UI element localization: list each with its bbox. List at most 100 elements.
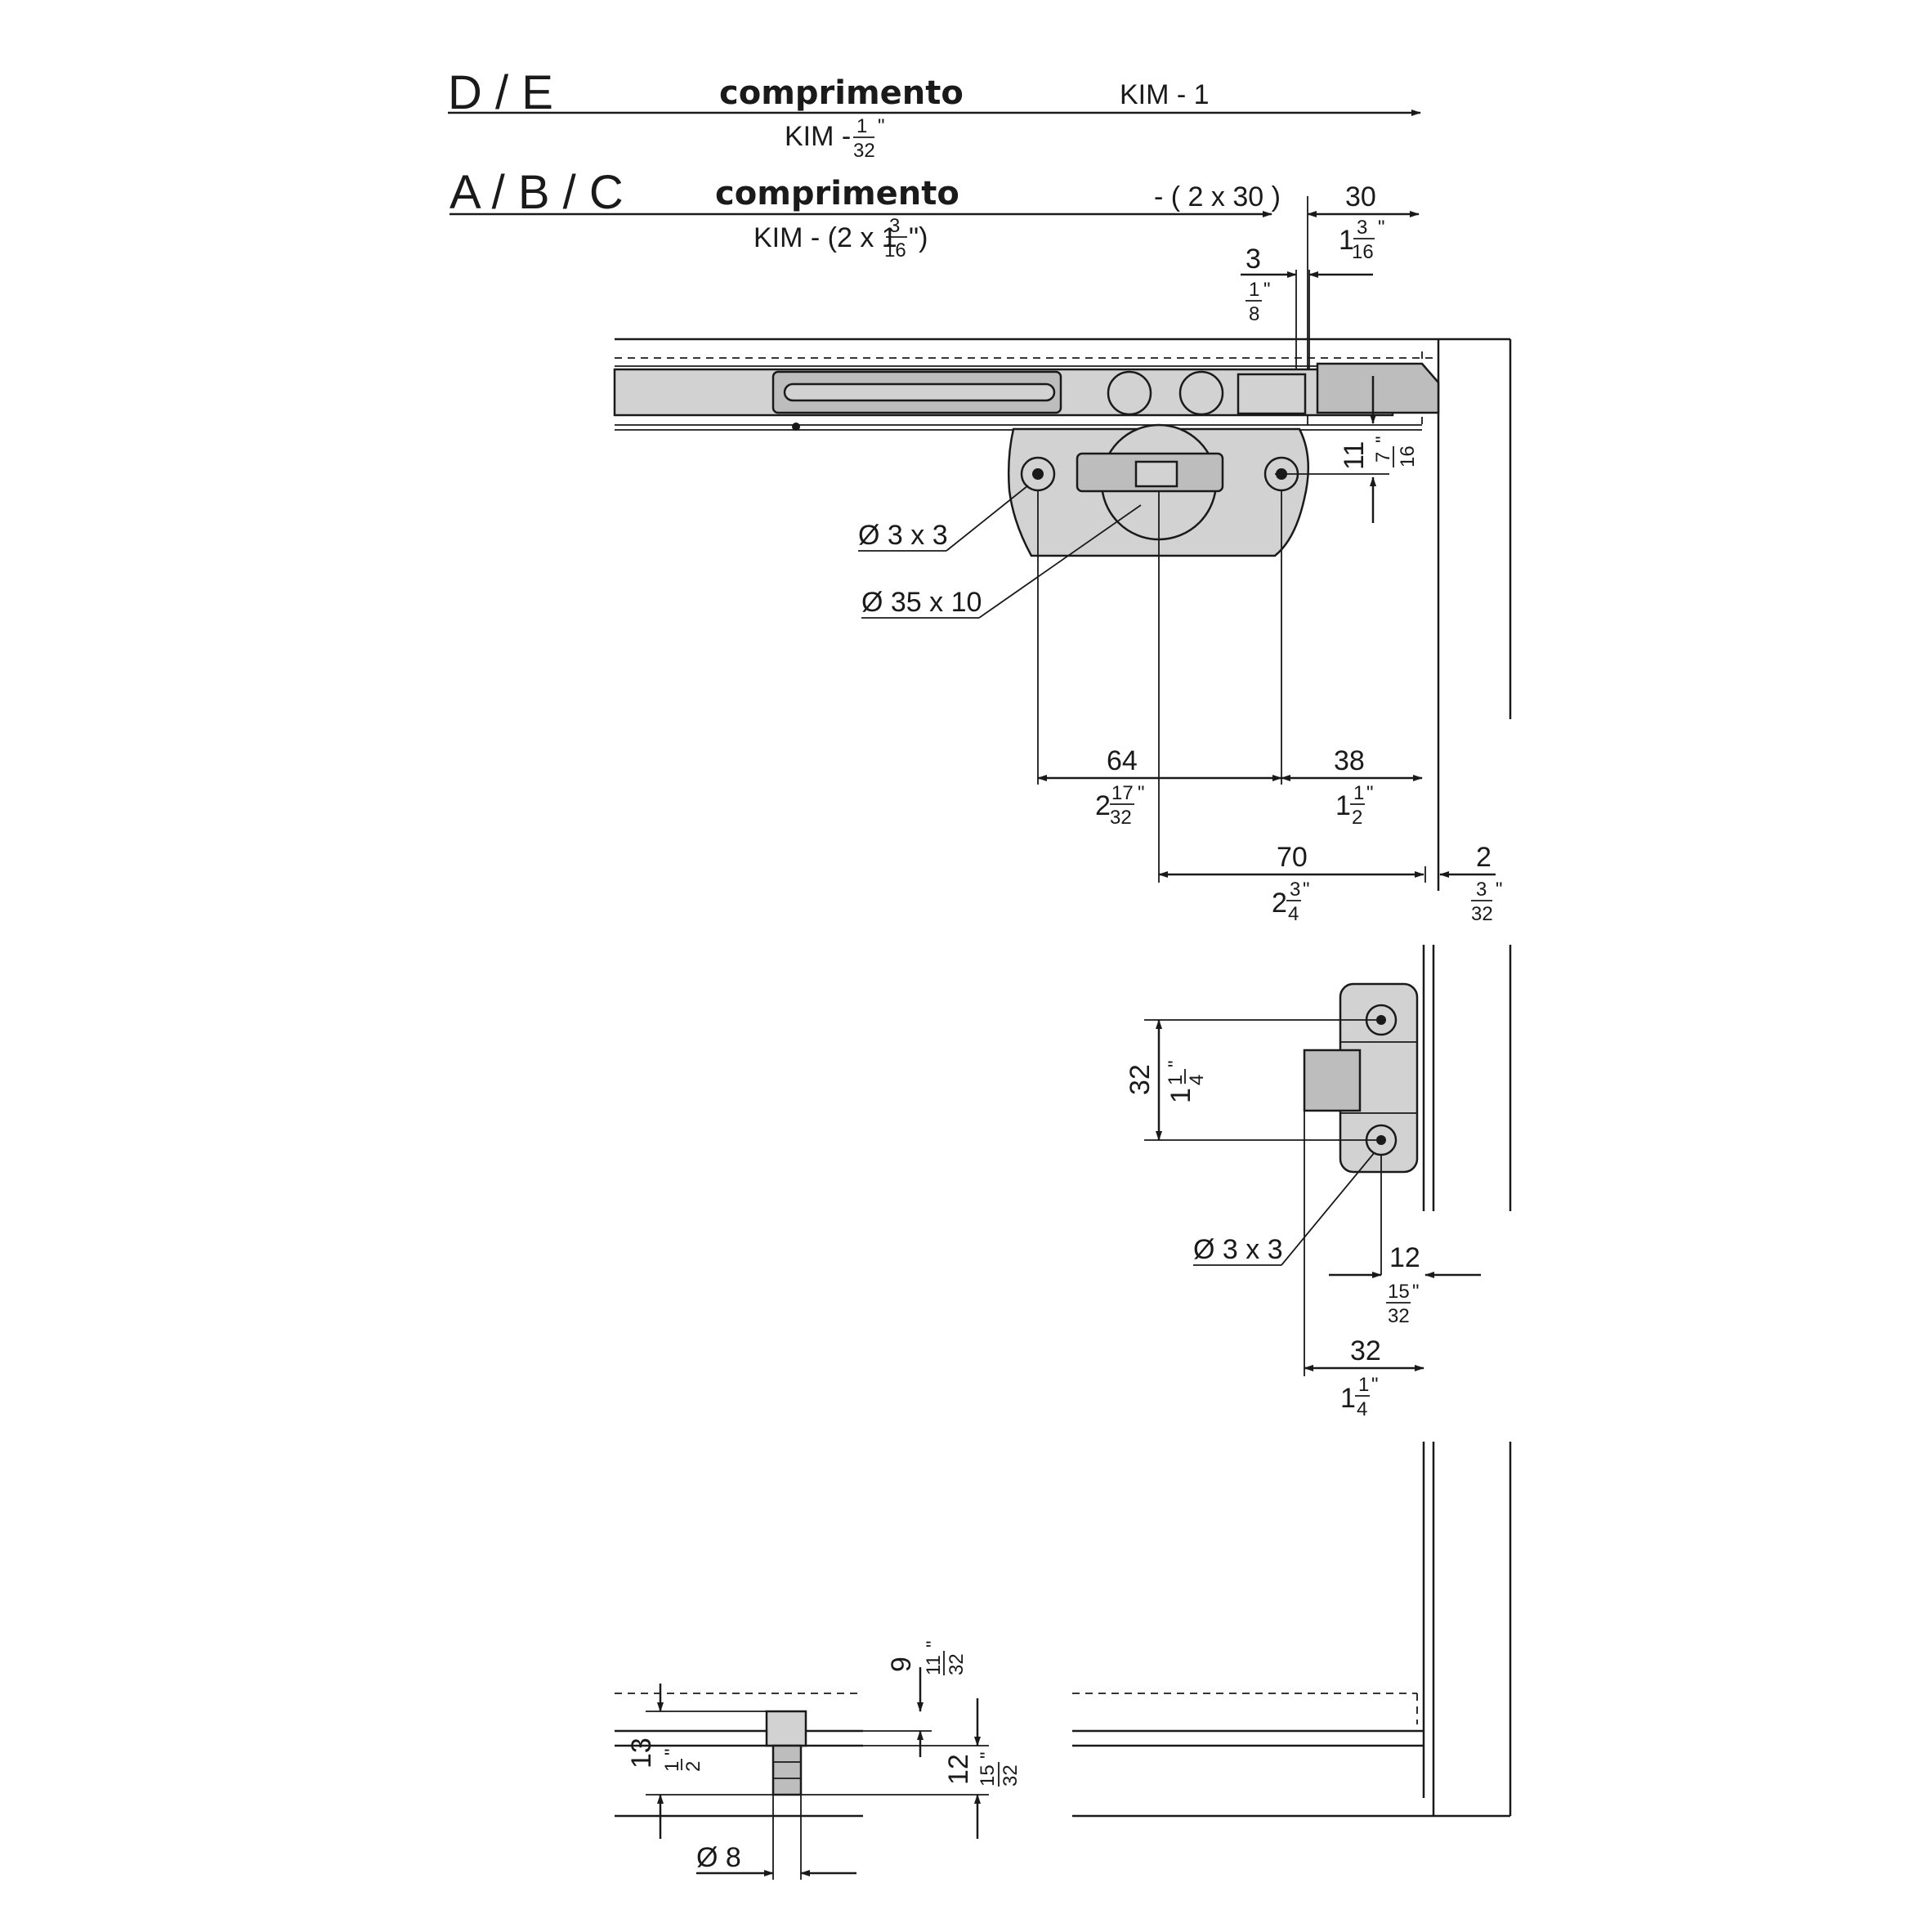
dim-38-mm: 38 — [1334, 745, 1365, 776]
hinge-adjuster — [1134, 460, 1178, 488]
dim-38-den: 2 — [1352, 807, 1362, 829]
runner-end-cap — [1316, 362, 1440, 414]
dim-3-num: 1 — [1249, 279, 1259, 301]
dim-12b-mm: 12 — [943, 1754, 974, 1785]
callout-screw-mid: Ø 3 x 3 — [1193, 1234, 1283, 1265]
dim-9-den: 32 — [946, 1653, 968, 1675]
dim-32h-mark: " — [1371, 1374, 1379, 1396]
dim-13-mark: " — [661, 1748, 683, 1755]
dim-11-mark: " — [1372, 436, 1394, 443]
dim-30-num: 3 — [1357, 217, 1367, 239]
screw-head-left — [1032, 468, 1044, 480]
dim-64-whole: 2 — [1095, 790, 1111, 821]
dowel-detail: 13 1 2 " 9 11 32 " 12 15 32 " Ø 8 — [615, 1640, 1022, 1880]
dim-70-mm: 70 — [1277, 842, 1308, 873]
header-abc: A / B / C comprimento - ( 2 x 30 ) KIM -… — [449, 166, 1420, 425]
screw-head-top — [1376, 1015, 1386, 1025]
header-de-word: comprimento — [719, 74, 964, 112]
dim-3-mm: 3 — [1246, 244, 1261, 275]
dim-13-num: 1 — [661, 1761, 683, 1772]
dim-12-den: 32 — [1388, 1305, 1410, 1327]
header-abc-inch-num: 3 — [889, 215, 900, 237]
dim-32v-num: 1 — [1165, 1075, 1187, 1085]
header-de-formula: KIM - 1 — [1120, 79, 1210, 110]
dim-30-den: 16 — [1352, 241, 1374, 263]
dim-2-mm: 2 — [1476, 842, 1491, 873]
rail-slot — [783, 382, 1056, 402]
dim-32h-whole: 1 — [1340, 1383, 1356, 1414]
screw-head-bottom — [1376, 1135, 1386, 1145]
header-abc-inch-den: 16 — [884, 239, 906, 262]
header-de-inch-prefix: KIM - — [785, 121, 851, 152]
dim-38-num: 1 — [1353, 782, 1364, 804]
dim-70-whole: 2 — [1272, 888, 1287, 919]
mounting-tab — [1303, 1049, 1362, 1112]
roller-wheel — [1107, 370, 1152, 416]
header-abc-word: comprimento — [715, 175, 959, 212]
header-de-label: D / E — [448, 66, 553, 119]
dim-64-mm: 64 — [1107, 745, 1138, 776]
dim-70-mark: " — [1303, 879, 1310, 901]
header-abc-inch-prefix: KIM - (2 x 1 — [754, 222, 897, 253]
dim-32h-mm: 32 — [1350, 1335, 1381, 1366]
rail-end-block — [1237, 373, 1307, 415]
cabinet-bottom-corner — [1072, 1442, 1512, 1818]
dim-70-den: 4 — [1288, 903, 1299, 925]
dim-3-den: 8 — [1249, 303, 1259, 325]
dim-30-mm: 30 — [1345, 181, 1376, 212]
dim-13-mm: 13 — [626, 1737, 657, 1769]
cabinet-top-view — [613, 338, 1512, 891]
dim-70-num: 3 — [1290, 879, 1300, 901]
rail-screw — [792, 423, 800, 431]
dim-2-den: 32 — [1471, 903, 1493, 925]
dim-32v-mark: " — [1165, 1060, 1187, 1067]
dim-30-mark: " — [1378, 217, 1385, 239]
dim-38-mark: " — [1366, 782, 1374, 804]
dim-9-num: 11 — [923, 1655, 945, 1675]
dim-30-whole: 1 — [1339, 225, 1354, 256]
dims-64-38: 64 2 17 32 " 38 1 1 2 " — [1037, 745, 1423, 829]
header-abc-label: A / B / C — [449, 166, 624, 219]
dim-12-mark: " — [1412, 1281, 1420, 1303]
leader-bore — [978, 504, 1142, 619]
dim-2-mark: " — [1496, 879, 1503, 901]
dim-3-mark: " — [1263, 279, 1271, 301]
dim-13-den: 2 — [682, 1761, 704, 1772]
header-de-inch-den: 32 — [853, 140, 875, 162]
callout-dowel: Ø 8 — [696, 1842, 741, 1873]
header-abc-formula: - ( 2 x 30 ) — [1154, 181, 1281, 212]
dowel-head — [765, 1710, 807, 1747]
dim-12b-num: 15 — [977, 1764, 999, 1787]
dim-64-mark: " — [1138, 782, 1145, 804]
dim-64-den: 32 — [1110, 807, 1132, 829]
side-panel-mid: 32 1 1 4 " Ø 3 x 3 12 15 32 " 32 1 1 4 " — [1125, 945, 1512, 1420]
dim-12-mm: 12 — [1389, 1242, 1420, 1273]
hinge-plate: 11 7 16 " Ø 3 x 3 Ø 35 x 10 — [858, 376, 1419, 883]
roller-wheel — [1178, 370, 1224, 416]
leader-screw-mid — [1281, 1152, 1375, 1266]
callout-bore: Ø 35 x 10 — [861, 587, 982, 618]
dim-38-whole: 1 — [1335, 790, 1351, 821]
dim-9-mm: 9 — [886, 1657, 917, 1672]
header-abc-inch-suffix: ") — [909, 222, 928, 253]
dowel-shank — [771, 1744, 803, 1796]
dim-32h-den: 4 — [1357, 1398, 1367, 1420]
dim-12b-mark: " — [977, 1751, 999, 1759]
callout-screw-top: Ø 3 x 3 — [858, 520, 948, 551]
dim-32v-den: 4 — [1186, 1075, 1208, 1085]
dim-64-num: 17 — [1111, 782, 1134, 804]
dim-12b-den: 32 — [1000, 1764, 1022, 1787]
dims-70-2: 70 2 3 4 " 2 3 32 " — [1158, 842, 1503, 925]
header-de: D / E comprimento KIM - 1 KIM - 1 32 " — [448, 66, 1421, 162]
header-de-inch-num: 1 — [856, 115, 867, 137]
dim-9-mark: " — [923, 1640, 945, 1648]
dim-12-num: 15 — [1388, 1281, 1410, 1303]
leader-screw-top — [946, 485, 1029, 552]
dim-32h-num: 1 — [1358, 1374, 1369, 1396]
dim-11-den: 16 — [1397, 445, 1419, 467]
dim-32v-mm: 32 — [1125, 1064, 1156, 1095]
header-de-inch-mark: " — [878, 115, 885, 137]
dim-11-num: 7 — [1372, 452, 1394, 463]
dim-3: 3 1 8 " — [1241, 244, 1373, 372]
